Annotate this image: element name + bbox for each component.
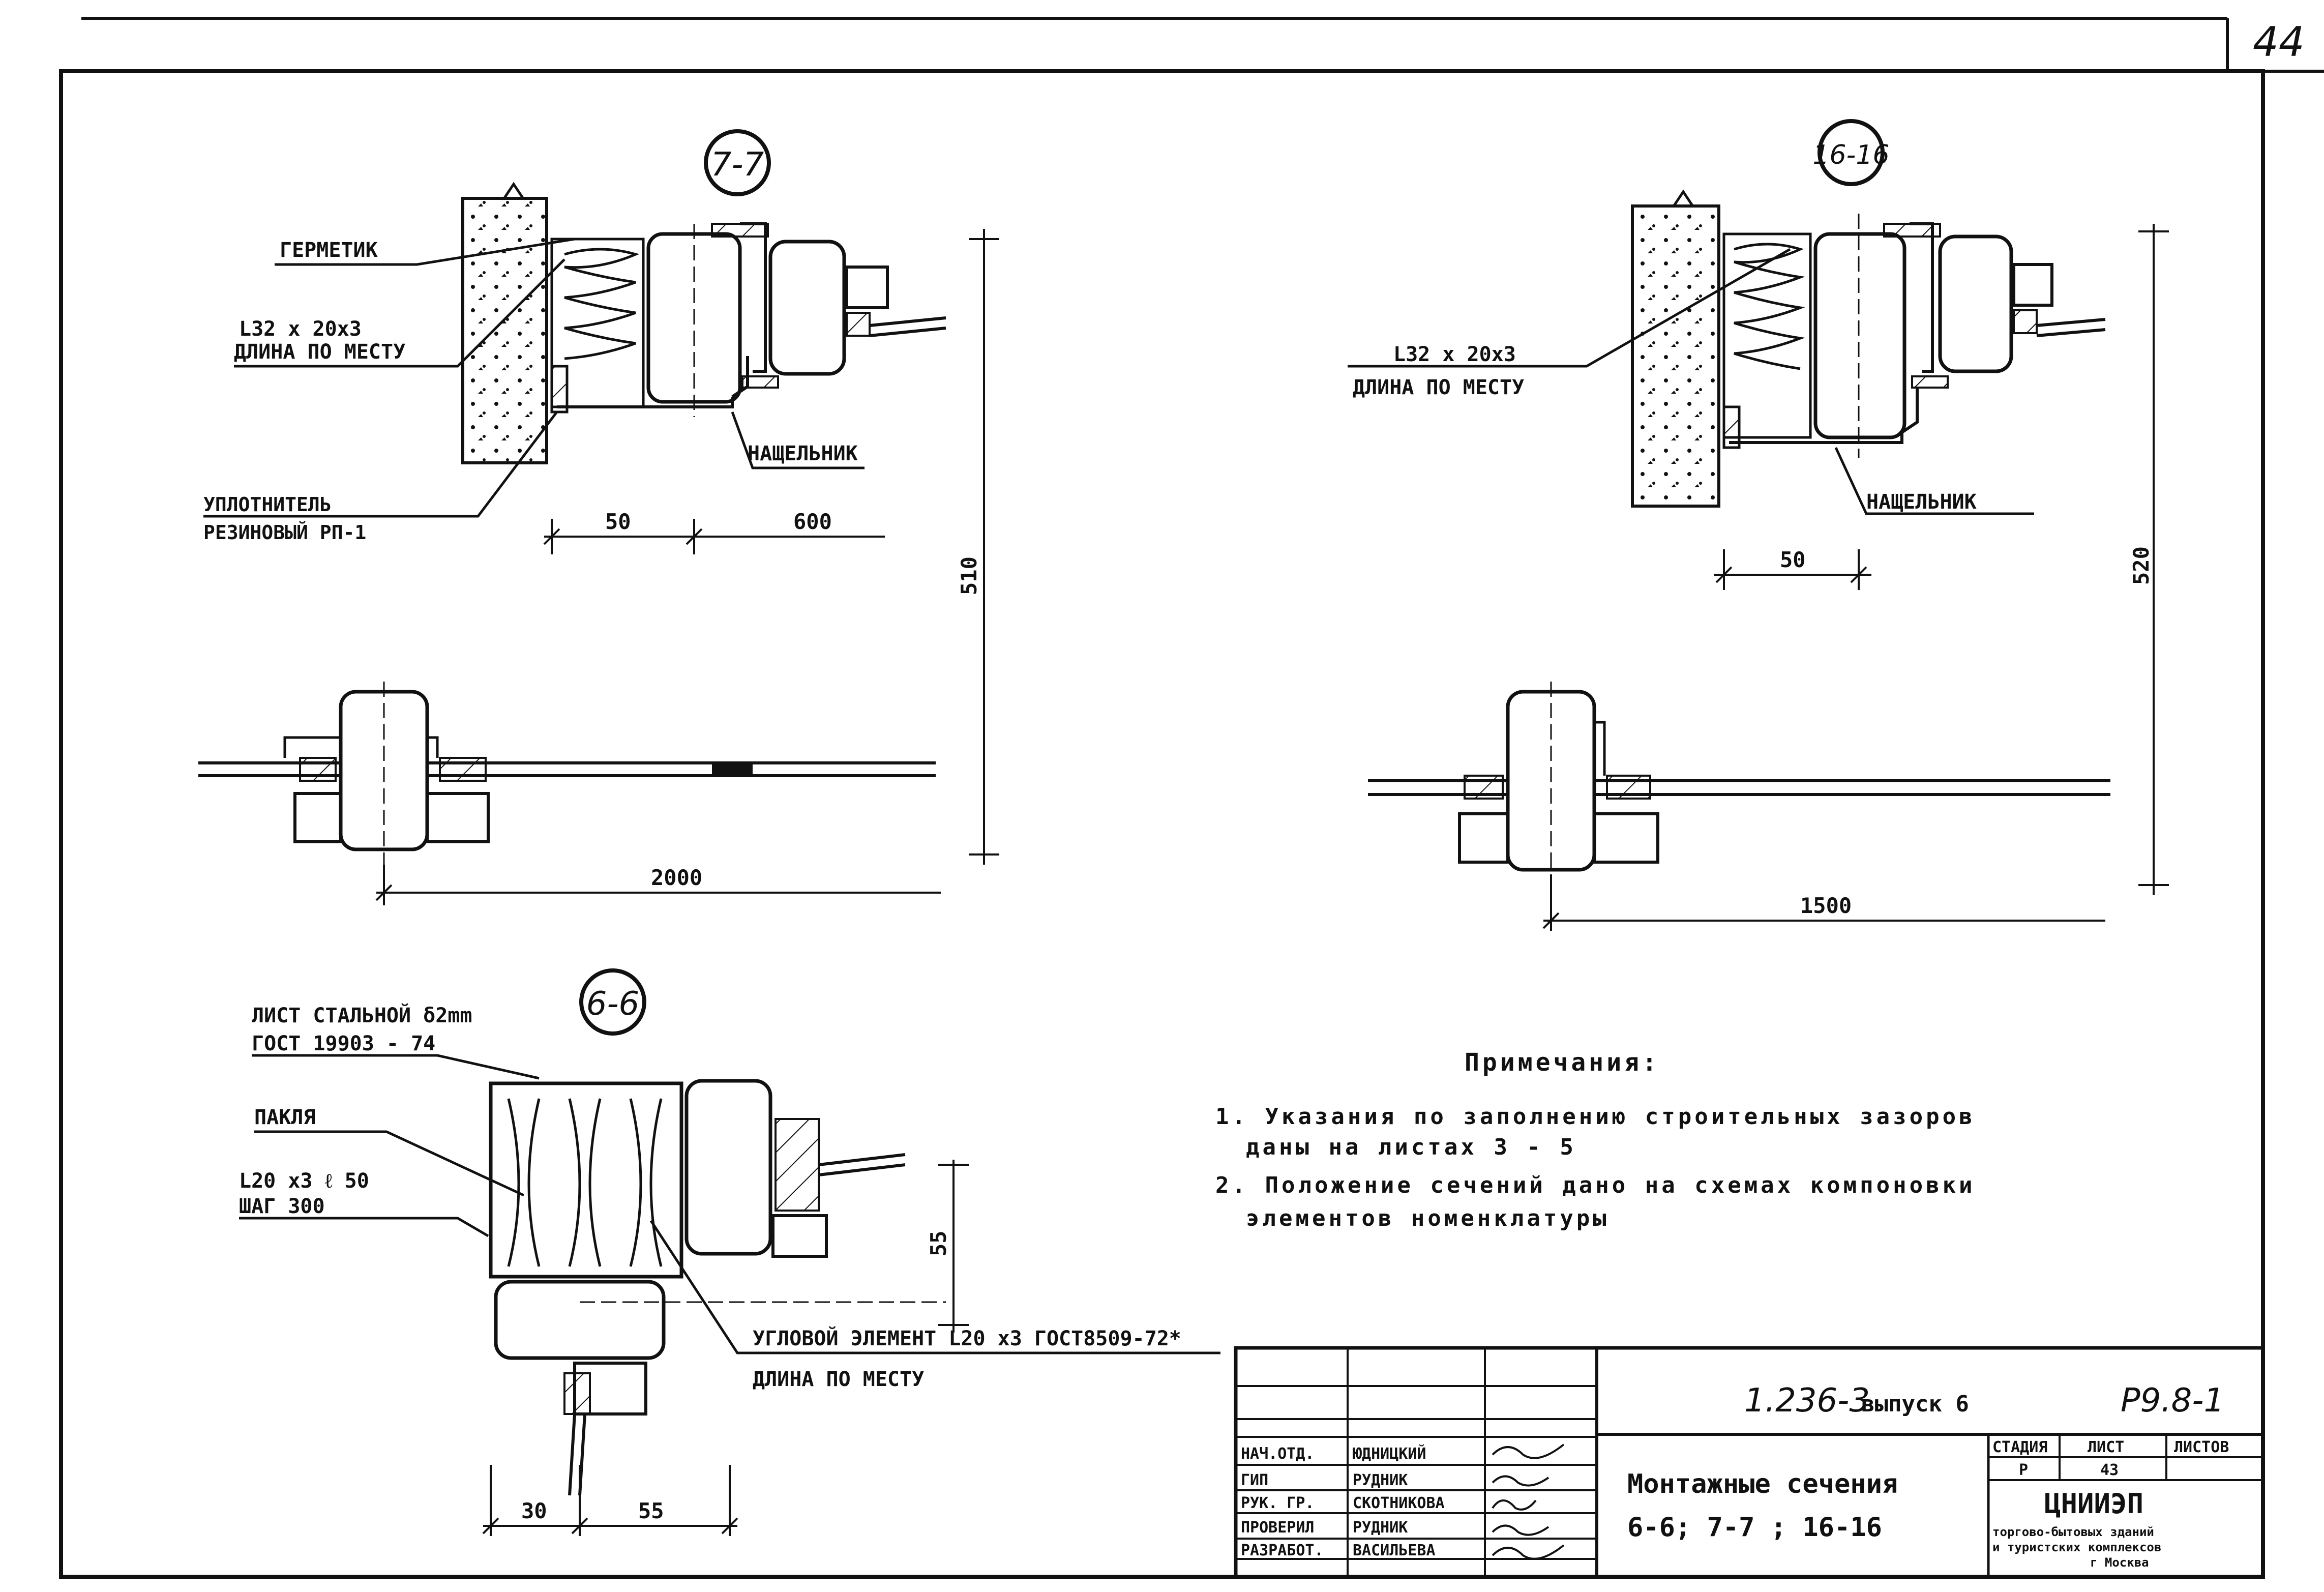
- label-corner-element: УГЛОВОЙ ЭЛЕМЕНТ L20 x3 ГОСТ8509-72*: [753, 1326, 1181, 1350]
- name-row-3: СКОТНИКОВА: [1353, 1494, 1445, 1512]
- col-stage: СТАДИЯ: [1992, 1438, 2047, 1456]
- page-number: 44: [2253, 18, 2305, 66]
- drawing-title-line-1: Монтажные сечения: [1627, 1469, 1898, 1499]
- issue: выпуск 6: [1861, 1391, 1969, 1417]
- label-germetik: ГЕРМЕТИК: [280, 239, 378, 262]
- role-row-4: ПРОВЕРИЛ: [1241, 1519, 1315, 1537]
- cover-strip: [1729, 387, 1919, 444]
- name-row-2: РУДНИК: [1353, 1471, 1408, 1489]
- stage-value: Р: [2019, 1461, 2028, 1479]
- org-name: ЦНИИЭП: [2044, 1488, 2143, 1520]
- dim-55-vertical: 55: [926, 1230, 951, 1256]
- post-profile: [1813, 232, 1906, 439]
- label-pakla: ПАКЛЯ: [254, 1106, 315, 1129]
- label-nashchelnik: НАЩЕЛЬНИК: [748, 442, 858, 465]
- role-row-2: ГИП: [1241, 1471, 1268, 1489]
- name-row-5: ВАСИЛЬЕВА: [1353, 1542, 1436, 1559]
- concrete-wall: [1631, 204, 1720, 508]
- dim-55: 55: [638, 1498, 664, 1523]
- dim-1500: 1500: [1800, 893, 1852, 918]
- label-gost: ГОСТ 19903 - 74: [252, 1032, 435, 1055]
- label-length: ДЛИНА ПО МЕСТУ: [753, 1368, 924, 1391]
- col-sheet: ЛИСТ: [2088, 1438, 2124, 1456]
- plan-view-16-16: [1368, 682, 2110, 880]
- sheet-value: 43: [2100, 1461, 2119, 1479]
- label-seal-1: УПЛОТНИТЕЛЬ: [203, 493, 332, 516]
- org-sub-2: и туристских комплексов: [1992, 1540, 2161, 1554]
- dim-600: 600: [793, 509, 832, 534]
- section-marker-6-6: [579, 968, 646, 1036]
- label-length: ДЛИНА ПО МЕСТУ: [1353, 376, 1524, 399]
- section-7-7: 7-7 ГЕРМЕТИК L32 x 20x3 ДЛИНА ПО: [198, 129, 999, 905]
- label-angle: L32 x 20x3: [239, 317, 362, 341]
- mark: Р9.8-1: [2121, 1382, 2224, 1420]
- role-row-3: РУК. ГР.: [1241, 1494, 1315, 1512]
- frame-profile: [494, 1280, 666, 1360]
- label-length: ДЛИНА ПО МЕСТУ: [234, 340, 405, 364]
- section-marker-16-16: [1818, 119, 1885, 186]
- label-angle: L20 x3 ℓ 50: [239, 1169, 369, 1193]
- section-marker-6-6-label: 6-6: [586, 985, 640, 1023]
- concrete-wall: [461, 197, 548, 464]
- sheet-frame: [59, 17, 2324, 1579]
- frame-profile: [1938, 234, 2013, 373]
- section-6-6: 6-6 ЛИСТ СТАЛЬНОЙ δ2mm ГОСТ 19903 - 74 П…: [239, 968, 1220, 1536]
- break-line: [502, 182, 525, 200]
- note-2-line-1: 2. Положение сечений дано на схемах комп…: [1215, 1172, 1976, 1198]
- dim-520: 520: [2129, 546, 2154, 585]
- org-sub-3: г Москва: [2090, 1555, 2149, 1570]
- label-step: ШАГ 300: [239, 1195, 325, 1218]
- dim-2000: 2000: [651, 865, 702, 890]
- role-row-5: РАЗРАБОТ.: [1241, 1542, 1324, 1559]
- note-2-line-2: элементов номенклатуры: [1246, 1205, 1610, 1231]
- dim-30: 30: [521, 1498, 547, 1523]
- org-sub-1: торгово-бытовых зданий: [1992, 1525, 2154, 1539]
- section-marker-7-7-label: 7-7: [711, 146, 764, 184]
- insulation-tow: [1722, 232, 1812, 439]
- col-sheets: ЛИСТОВ: [2174, 1438, 2229, 1456]
- rubber-seal: [1722, 405, 1741, 449]
- break-line: [1672, 189, 1695, 208]
- notes-title: Примечания:: [1465, 1048, 1660, 1077]
- insulation-tow: [507, 1098, 663, 1267]
- signatures: [1492, 1443, 1565, 1560]
- name-row-4: РУДНИК: [1353, 1519, 1408, 1537]
- role-row-1: НАЧ.ОТД.: [1241, 1445, 1315, 1463]
- note-1-line-2: даны на листах 3 - 5: [1246, 1134, 1576, 1160]
- dim-510: 510: [957, 556, 981, 595]
- post-profile: [684, 1079, 772, 1256]
- section-marker-16-16-label: 16-16: [1812, 140, 1889, 170]
- doc-code: 1.236-3: [1744, 1382, 1870, 1420]
- name-row-1: ЮДНИЦКИЙ: [1353, 1444, 1426, 1463]
- frame-profile: [768, 240, 846, 376]
- plan-view-7-7: [198, 682, 936, 865]
- label-nashchelnik: НАЩЕЛЬНИК: [1866, 490, 1977, 514]
- dim-50: 50: [605, 509, 631, 534]
- section-marker-7-7: [704, 129, 771, 196]
- label-angle: L32 x 20x3: [1393, 343, 1516, 366]
- label-seal-2: РЕЗИНОВЫЙ РП-1: [203, 521, 366, 544]
- notes-block: Примечания: 1. Указания по заполнению ст…: [1215, 1048, 1976, 1231]
- label-steel-sheet: ЛИСТ СТАЛЬНОЙ δ2mm: [252, 1003, 472, 1027]
- dim-50: 50: [1780, 547, 1806, 572]
- section-16-16: 16-16 L32 x 20x3 ДЛИНА ПО МЕСТУ НАЩЕЛЬНИ…: [1348, 119, 2169, 931]
- drawing-title-line-2: 6-6; 7-7 ; 16-16: [1627, 1512, 1882, 1543]
- note-1-line-1: 1. Указания по заполнению строительных з…: [1215, 1104, 1976, 1130]
- rubber-seal: [550, 365, 569, 414]
